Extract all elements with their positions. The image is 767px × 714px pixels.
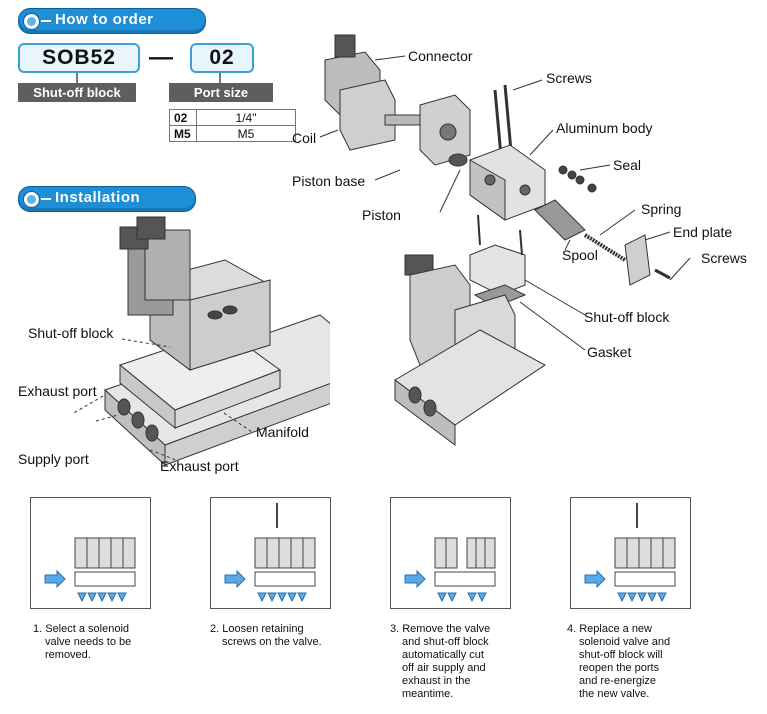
label-shutoff-block: Shut-off block: [28, 325, 114, 341]
label-seal: Seal: [613, 157, 642, 173]
manifold-assembly-illustration: [71, 216, 330, 467]
table-row: M5 M5: [169, 125, 296, 142]
size-code-box: 02: [190, 43, 254, 73]
label-piston-base: Piston base: [292, 173, 366, 189]
step-3-caption: 3. Remove the valve and shut-off block a…: [390, 623, 491, 700]
step-2-diagram: [210, 497, 331, 609]
bullet-icon: [23, 13, 40, 30]
installation-header: Installation: [18, 186, 196, 212]
step-1-caption: 1. Select a solenoid valve needs to be r…: [33, 623, 132, 661]
label-gasket: Gasket: [587, 344, 632, 360]
exploded-view-illustration: [319, 34, 691, 446]
label-aluminum-body: Aluminum body: [556, 120, 653, 136]
how-to-order-header: How to order: [18, 8, 206, 34]
label-screws-top: Screws: [546, 70, 592, 86]
step-2-caption: 2. Loosen retaining screws on the valve.: [210, 623, 322, 648]
label-exhaust-port: Exhaust port: [18, 383, 97, 399]
label-supply-port: Supply port: [18, 451, 89, 467]
port-size-table: 02 1/4" M5 M5: [169, 109, 296, 142]
model-code-box: SOB52: [18, 43, 140, 73]
label-spool: Spool: [562, 247, 598, 263]
label-coil: Coil: [292, 130, 317, 146]
label-manifold: Manifold: [256, 424, 309, 440]
step-4-diagram: [570, 497, 691, 609]
label-piston: Piston: [362, 207, 401, 223]
label-shutoff-block-exploded: Shut-off block: [584, 309, 670, 325]
label-connector: Connector: [408, 48, 473, 64]
table-row: 02 1/4": [169, 109, 296, 126]
model-label: Shut-off block: [18, 83, 136, 102]
step-3-diagram: [390, 497, 511, 609]
step-4-caption: 4. Replace a new solenoid valve and shut…: [567, 623, 671, 700]
step-1-diagram: [30, 497, 151, 609]
label-screws-right: Screws: [701, 250, 747, 266]
code-separator: —: [149, 44, 173, 71]
label-spring: Spring: [641, 201, 682, 217]
size-label: Port size: [169, 83, 273, 102]
label-end-plate: End plate: [673, 224, 733, 240]
label-exhaust-port-2: Exhaust port: [160, 458, 239, 474]
bullet-icon: [23, 191, 40, 208]
